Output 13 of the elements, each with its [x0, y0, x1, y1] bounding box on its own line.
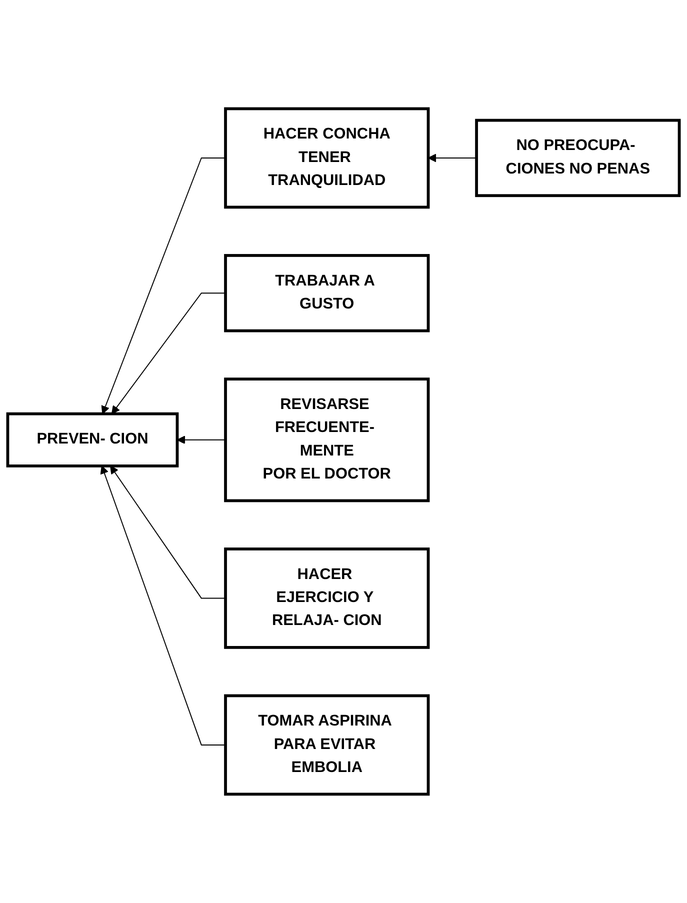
node-box: TRABAJAR A GUSTO [224, 254, 430, 332]
node-box: HACER EJERCICIO Y RELAJA- CION [224, 548, 430, 649]
arrow [110, 466, 226, 599]
arrow [101, 158, 226, 414]
node-box: HACER CONCHA TENER TRANQUILIDAD [224, 107, 430, 209]
node-box: REVISARSE FRECUENTE- MENTE POR EL DOCTOR [224, 378, 430, 502]
node-box: TOMAR ASPIRINA PARA EVITAR EMBOLIA [224, 694, 430, 796]
arrow [100, 466, 226, 746]
arrow [176, 436, 226, 444]
arrow [428, 154, 478, 162]
node-box: PREVEN- CION [6, 412, 179, 468]
node-box: NO PREOCUPA- CIONES NO PENAS [475, 118, 681, 198]
arrow [111, 292, 226, 414]
